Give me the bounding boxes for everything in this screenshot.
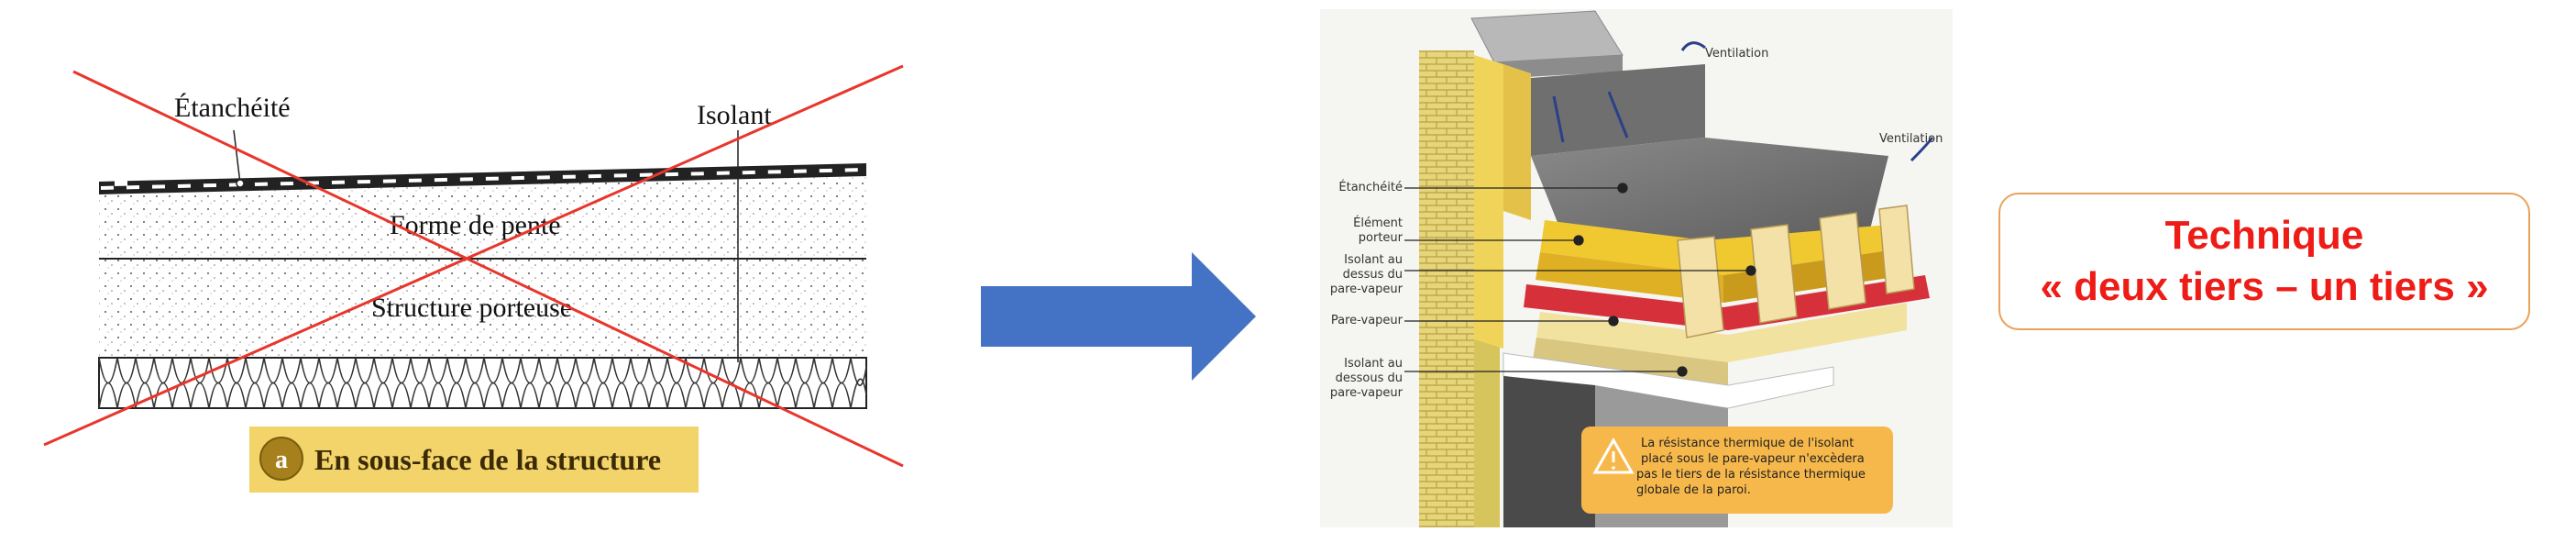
warning-icon bbox=[1592, 437, 1635, 474]
label-pare-vapeur: Pare-vapeur bbox=[1331, 314, 1404, 327]
label-isolant-dessous-2: dessous du bbox=[1336, 371, 1403, 385]
caption-text: En sous-face de la structure bbox=[314, 443, 661, 476]
red-cross-mark bbox=[43, 64, 904, 468]
left-roof-section-diagram: Étanchéité Isolant Forme de pente Struct… bbox=[43, 64, 904, 493]
label-element-line2: porteur bbox=[1359, 231, 1404, 245]
label-isolant-dessous-1: Isolant au bbox=[1344, 357, 1403, 371]
caption-badge-letter: a bbox=[275, 446, 288, 474]
right-arrow bbox=[981, 252, 1256, 381]
note-line-2: placé sous le pare-vapeur n'excèdera bbox=[1641, 452, 1865, 466]
right-roof-isometric-diagram: Ventilation Ventilation Étanchéité Éléme… bbox=[1320, 9, 1953, 527]
technique-title: Technique bbox=[2164, 213, 2364, 258]
label-isolant-dessus-3: pare-vapeur bbox=[1330, 283, 1404, 296]
label-structure-porteuse: Structure porteuse bbox=[371, 293, 572, 323]
vapour-barrier bbox=[1524, 275, 1930, 330]
etancheite-leader bbox=[233, 129, 241, 184]
note-line-3: pas le tiers de la résistance thermique bbox=[1636, 468, 1866, 482]
technique-subtitle: « deux tiers – un tiers » bbox=[2040, 264, 2489, 309]
warning-note: La résistance thermique de l'isolant pla… bbox=[1581, 427, 1893, 514]
caption-badge bbox=[259, 437, 303, 481]
slope-form-layer bbox=[99, 176, 866, 259]
label-isolant-dessus-2: dessus du bbox=[1343, 268, 1403, 282]
parapet-cap bbox=[1470, 10, 1624, 63]
label-isolant: Isolant bbox=[697, 100, 772, 130]
note-line-1: La résistance thermique de l'isolant bbox=[1641, 437, 1854, 450]
caption-box: a En sous-face de la structure bbox=[249, 427, 699, 493]
label-ventilation-right: Ventilation bbox=[1879, 132, 1943, 146]
label-element-line1: Élément bbox=[1353, 216, 1403, 230]
beams bbox=[1677, 205, 1915, 338]
insulation-layer bbox=[98, 357, 867, 409]
roof-membrane bbox=[1531, 138, 1888, 243]
label-isolant-dessus-1: Isolant au bbox=[1344, 253, 1403, 267]
technique-callout: Technique « deux tiers – un tiers » bbox=[1998, 193, 2530, 330]
note-line-4: globale de la paroi. bbox=[1636, 483, 1751, 497]
waterproofing-layer bbox=[99, 163, 866, 194]
label-ventilation-top: Ventilation bbox=[1705, 47, 1768, 61]
brick-wall bbox=[1419, 50, 1474, 527]
label-isolant-dessous-3: pare-vapeur bbox=[1330, 386, 1404, 400]
label-forme-de-pente: Forme de pente bbox=[390, 210, 561, 240]
label-etancheite: Étanchéité bbox=[174, 93, 291, 123]
label-etancheite-right: Étanchéité bbox=[1338, 180, 1403, 194]
ventilation-arrows bbox=[1552, 41, 1934, 162]
